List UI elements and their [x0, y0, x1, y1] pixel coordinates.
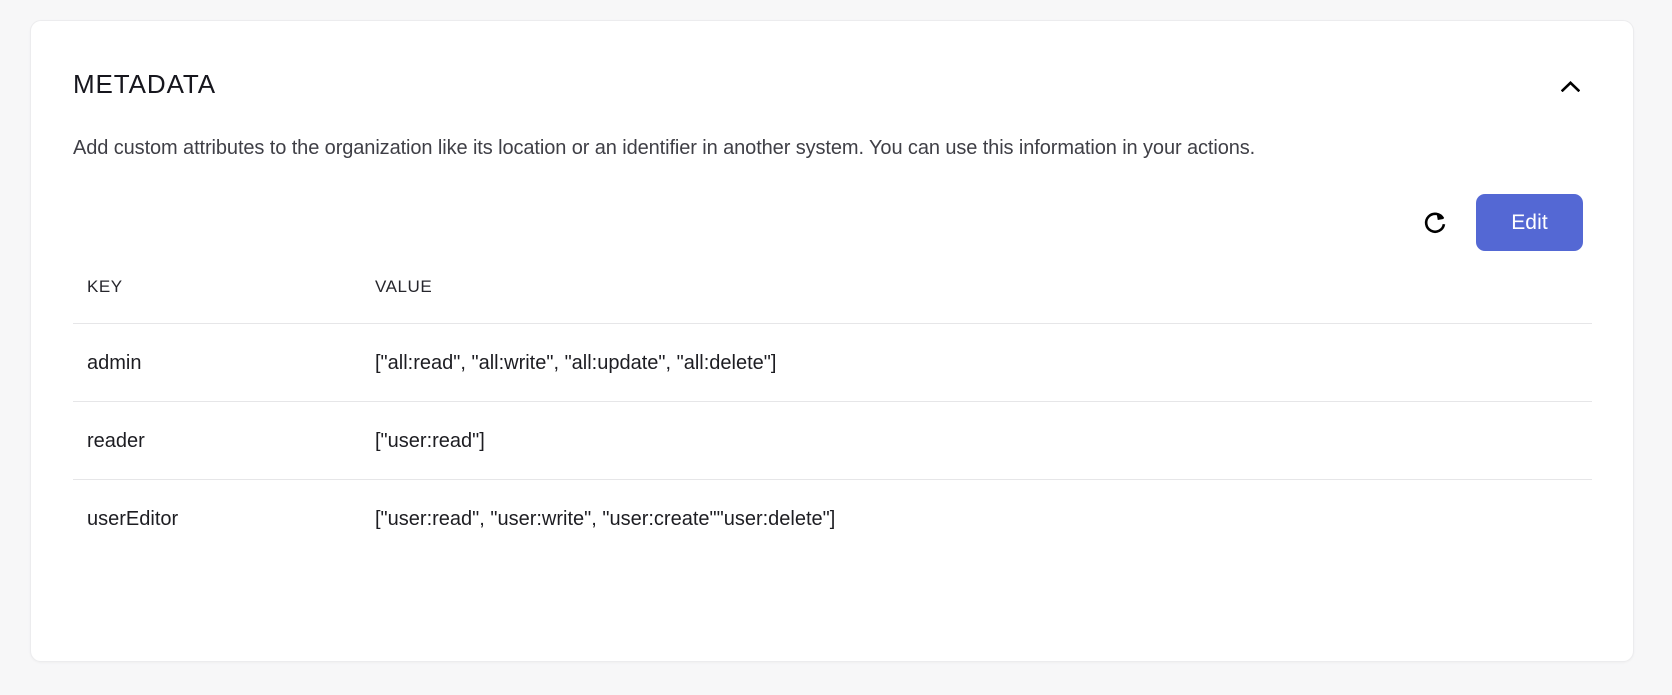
metadata-card: METADATA Add custom attributes to the or…	[30, 20, 1634, 662]
cell-key: admin	[73, 323, 361, 402]
column-header-key: KEY	[73, 277, 361, 324]
refresh-button[interactable]	[1416, 204, 1454, 242]
table-row: reader ["user:read"]	[73, 401, 1592, 480]
section-description: Add custom attributes to the organizatio…	[73, 137, 1256, 159]
cell-value: ["user:read", "user:write", "user:create…	[375, 508, 836, 530]
page-title: METADATA	[73, 69, 216, 99]
cell-value: ["user:read"]	[361, 401, 1592, 480]
column-header-value: VALUE	[361, 277, 1592, 324]
table-row: userEditor ["user:read", "user:write", "…	[73, 480, 1592, 558]
card-header: METADATA	[73, 69, 1587, 101]
collapse-section-button[interactable]	[1553, 71, 1587, 101]
action-bar: Edit	[73, 194, 1587, 251]
table-head: KEY VALUE	[73, 277, 1592, 324]
cell-key: userEditor	[87, 508, 179, 530]
table-row: admin ["all:read", "all:write", "all:upd…	[73, 323, 1592, 402]
chevron-up-icon	[1560, 80, 1580, 92]
edit-button[interactable]: Edit	[1476, 194, 1583, 251]
metadata-table: KEY VALUE admin ["all:read", "all:write"…	[73, 277, 1592, 557]
table-body: admin ["all:read", "all:write", "all:upd…	[73, 323, 1592, 558]
refresh-icon	[1424, 212, 1445, 233]
cell-key: reader	[73, 401, 361, 480]
cell-value: ["all:read", "all:write", "all:update", …	[361, 323, 1592, 402]
table-header-row: KEY VALUE	[73, 277, 1592, 324]
